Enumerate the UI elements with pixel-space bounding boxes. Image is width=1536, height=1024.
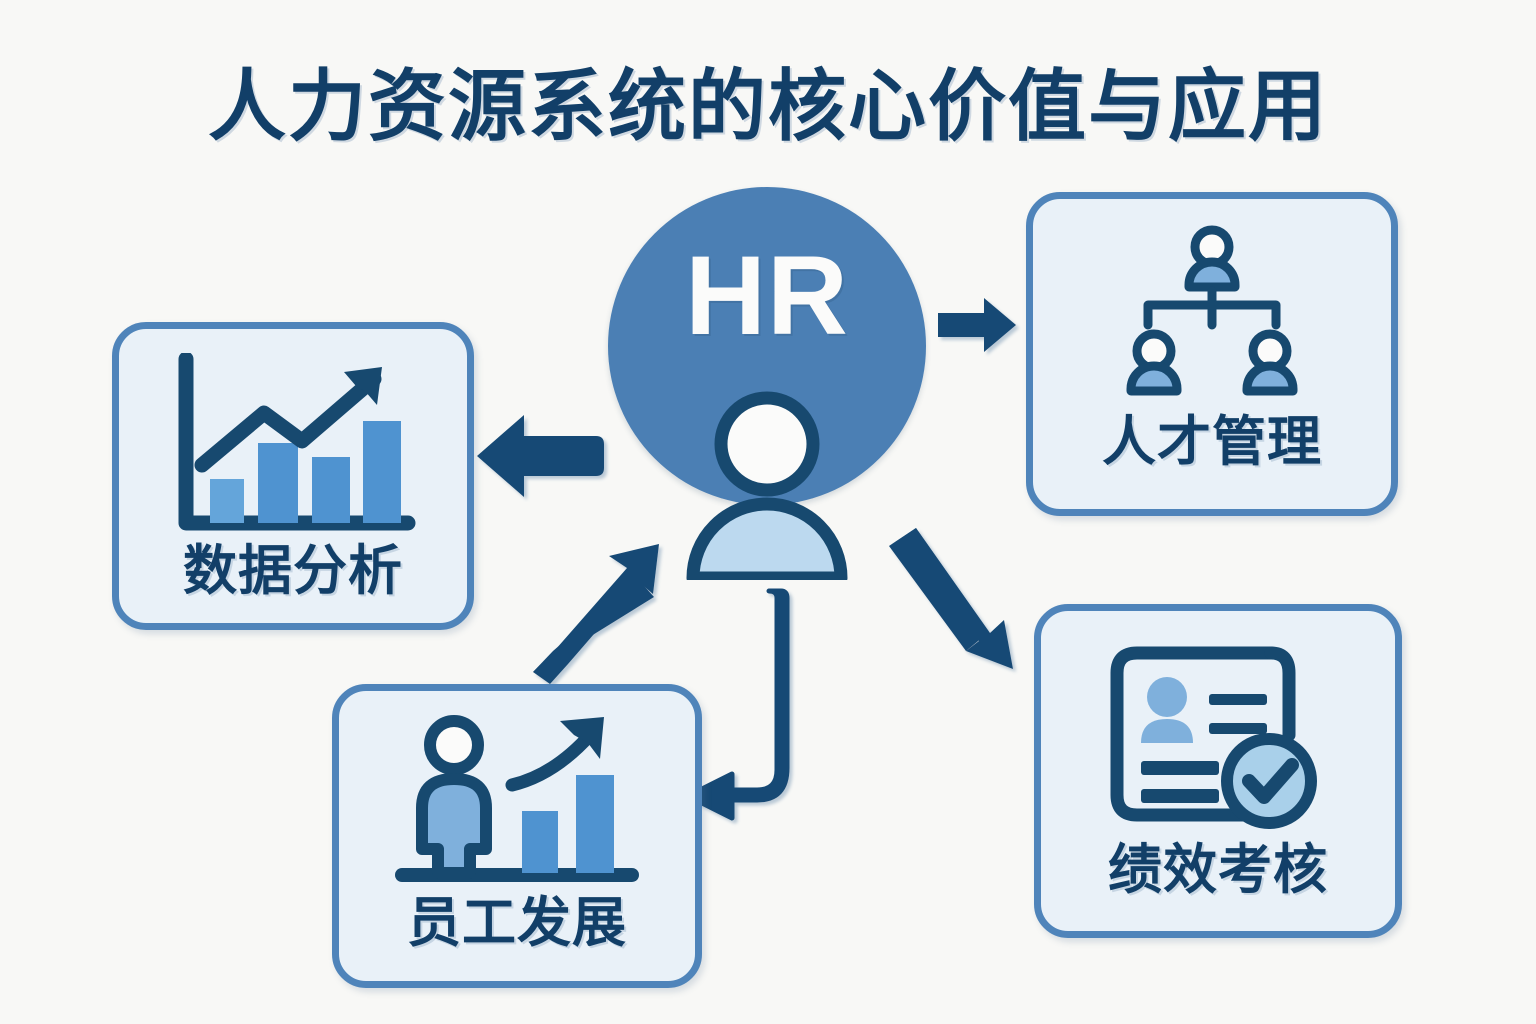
card-talent-label: 人才管理 <box>1102 412 1322 472</box>
card-talent-icon-wrap <box>1033 225 1391 405</box>
arrow-down-right-icon <box>889 528 1013 669</box>
card-data-icon-wrap <box>119 353 467 538</box>
arrow-up-right-icon <box>533 544 659 684</box>
card-talent-management[interactable]: 人才管理 <box>1026 192 1398 516</box>
person-growth-chart-icon <box>395 715 639 882</box>
person-icon <box>686 391 848 580</box>
card-data-analysis[interactable]: 数据分析 <box>112 322 474 630</box>
org-chart-people-icon <box>1126 225 1298 396</box>
bar-chart-growth-icon <box>178 353 416 531</box>
document-check-icon <box>1110 646 1317 829</box>
card-employee-icon-wrap <box>339 713 695 888</box>
card-employee-label: 员工发展 <box>407 893 627 953</box>
card-data-label: 数据分析 <box>183 541 403 601</box>
arrow-right-icon <box>938 298 1016 352</box>
arrow-left-icon <box>477 415 604 497</box>
hr-hub-label: HR <box>685 233 849 358</box>
arrow-curved-down-left-icon <box>685 588 790 821</box>
card-perf-label: 绩效考核 <box>1108 840 1328 900</box>
card-performance-review[interactable]: 绩效考核 <box>1034 604 1402 938</box>
card-perf-icon-wrap <box>1041 639 1395 829</box>
card-employee-development[interactable]: 员工发展 <box>332 684 702 988</box>
page-title: 人力资源系统的核心价值与应用 <box>207 62 1328 150</box>
